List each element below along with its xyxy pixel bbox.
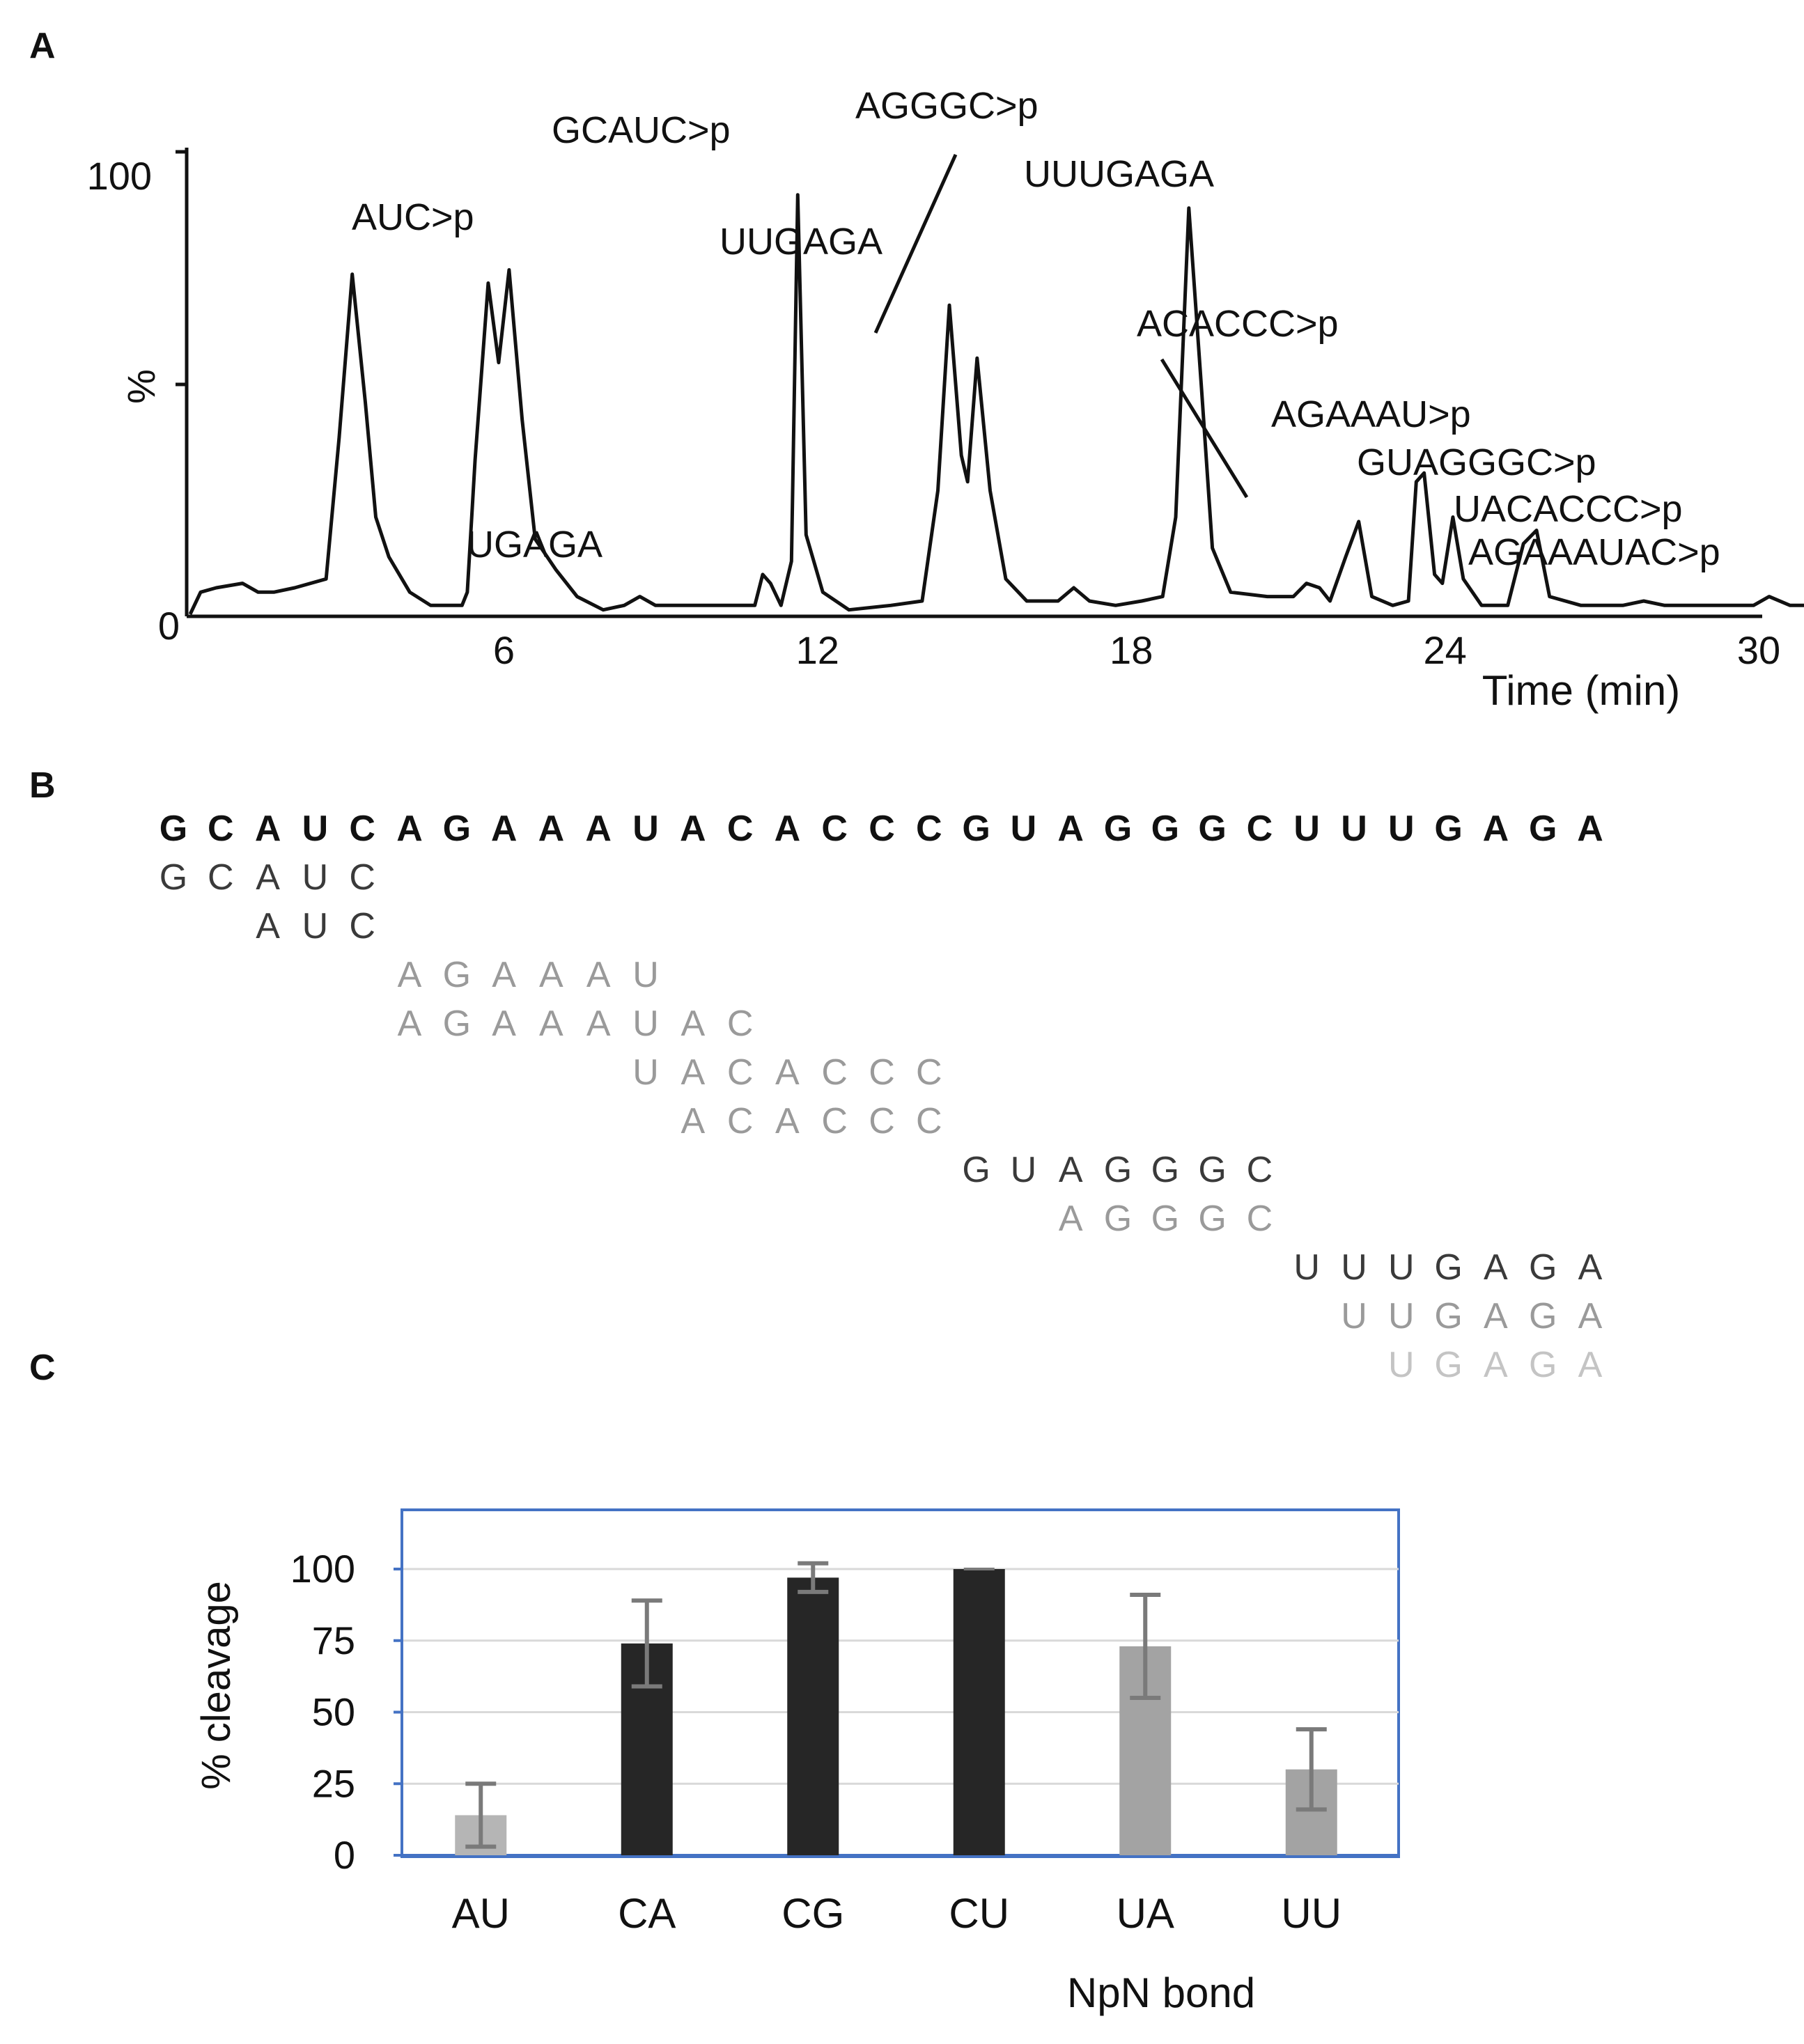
peak-label: UUGAGA — [720, 221, 882, 263]
peak-leader-line — [873, 153, 958, 334]
x-tick-label: AU — [452, 1890, 510, 1937]
peak-label: UGAGA — [467, 524, 602, 565]
peak-label: UACACCC>p — [1454, 488, 1683, 530]
x-tick-label: UU — [1281, 1890, 1342, 1937]
y-axis-label: % cleavage — [194, 1581, 239, 1790]
y-tick-label: 0 — [158, 604, 180, 648]
x-tick-label: 30 — [1737, 628, 1780, 672]
x-tick-label: 12 — [796, 628, 839, 672]
peak-label: AGAAAU>p — [1271, 393, 1471, 435]
x-tick-label: CG — [782, 1890, 844, 1937]
y-tick-label: 100 — [87, 154, 152, 198]
panel-a-letter: A — [29, 26, 56, 66]
peak-label: ACACCC>p — [1137, 303, 1339, 345]
x-tick-label: CU — [949, 1890, 1009, 1937]
x-tick-label: UA — [1117, 1890, 1174, 1937]
x-axis-label: NpN bond — [1067, 1969, 1255, 2016]
bar — [787, 1577, 839, 1855]
peak-label: GCAUC>p — [552, 109, 731, 151]
peak-label: AUC>p — [352, 196, 474, 238]
x-tick-label: CA — [618, 1890, 676, 1937]
peak-label: AGAAAUAC>p — [1468, 531, 1720, 573]
panel-c-letter: C — [29, 1348, 56, 1388]
peak-label: GUAGGGC>p — [1357, 442, 1596, 483]
plot-frame — [401, 1508, 1400, 1858]
y-tick-label: 50 — [312, 1690, 355, 1734]
peak-label: UUUGAGA — [1024, 153, 1214, 195]
x-tick-label: 18 — [1110, 628, 1153, 672]
y-axis-label: % — [119, 369, 163, 404]
y-tick-label: 0 — [334, 1833, 355, 1877]
chromatogram-trace — [188, 193, 1804, 616]
peak-leader-line — [1160, 358, 1249, 499]
y-tick-label: 100 — [290, 1547, 355, 1591]
y-tick-label: 75 — [312, 1618, 355, 1662]
x-tick-label: 24 — [1423, 628, 1466, 672]
x-axis-label: Time (min) — [1482, 667, 1680, 714]
x-tick-label: 6 — [493, 628, 515, 672]
bar — [953, 1569, 1005, 1855]
y-tick-label: 25 — [312, 1761, 355, 1805]
peak-label: AGGGC>p — [855, 85, 1039, 127]
panel-b-letter: B — [29, 765, 56, 806]
